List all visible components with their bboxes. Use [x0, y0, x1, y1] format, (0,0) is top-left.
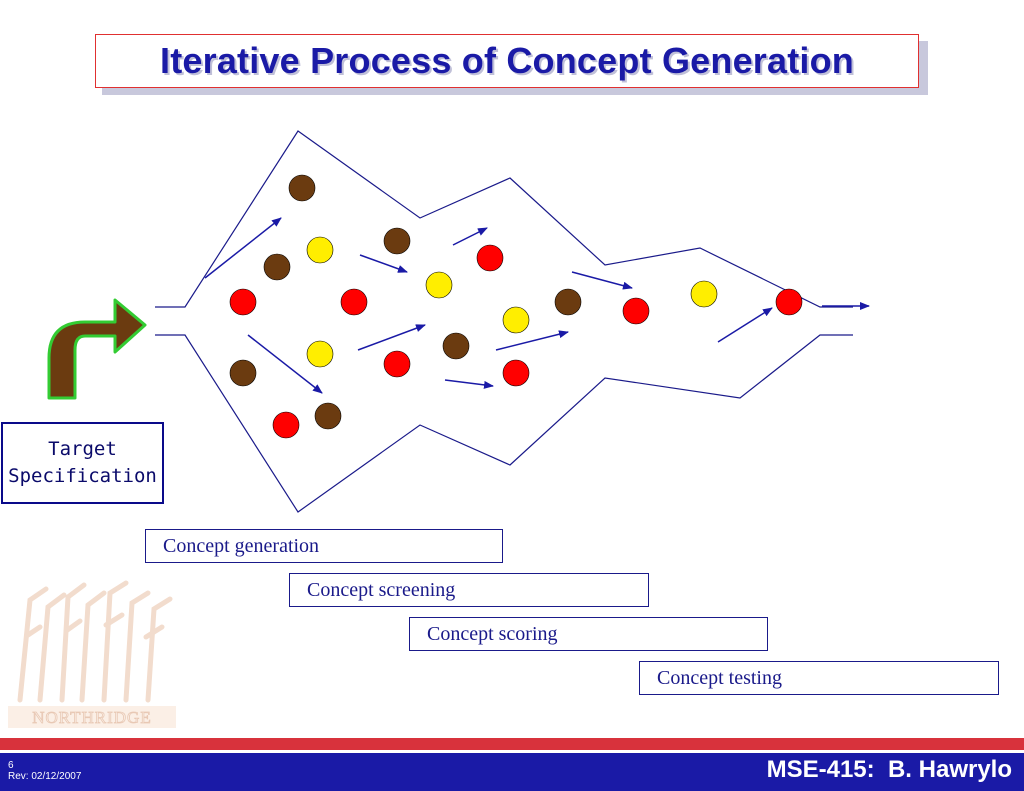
slide-number: 6: [8, 760, 14, 771]
concept-dot-yellow: [425, 271, 453, 299]
stage-concept-testing: Concept testing: [639, 661, 999, 695]
concept-dot-yellow: [306, 340, 334, 368]
flow-arrow: [247, 334, 323, 394]
concept-dot-brown: [314, 402, 342, 430]
funnel-outline-bottom: [155, 334, 853, 513]
funnel-outline-top: [155, 130, 853, 308]
concept-dot-red: [272, 411, 300, 439]
title-box: Iterative Process of Concept Generation: [95, 34, 919, 88]
concept-dot-brown: [263, 253, 291, 281]
concept-dot-red: [340, 288, 368, 316]
footer-bar: [0, 753, 1024, 791]
target-specification-box: Target Specification: [1, 422, 164, 504]
revision-date: Rev: 02/12/2007: [8, 771, 82, 782]
concept-dot-brown: [554, 288, 582, 316]
concept-dot-brown: [288, 174, 316, 202]
flow-arrow: [571, 271, 633, 290]
funnel-outline: [155, 130, 853, 513]
concept-dot-yellow: [306, 236, 334, 264]
footer-red-stripe: [0, 738, 1024, 750]
concept-dot-brown: [229, 359, 257, 387]
concept-dots: [229, 174, 803, 439]
flow-arrow: [444, 379, 494, 389]
target-label-line2: Specification: [8, 465, 157, 487]
slide-title: Iterative Process of Concept Generation: [160, 40, 854, 81]
flow-arrow: [717, 307, 773, 343]
course-author: MSE-415: B. Hawrylo: [766, 756, 1012, 783]
concept-dot-red: [476, 244, 504, 272]
concept-dot-red: [622, 297, 650, 325]
concept-dot-brown: [442, 332, 470, 360]
logo-wordmark: NORTHRIDGE: [32, 708, 151, 727]
stage-concept-screening: Concept screening: [289, 573, 649, 607]
concept-dot-red: [502, 359, 530, 387]
flow-arrow: [204, 217, 282, 279]
stage-concept-generation: Concept generation: [145, 529, 503, 563]
concept-dot-brown: [383, 227, 411, 255]
stage-label: Concept generation: [163, 534, 320, 557]
stage-label: Concept testing: [657, 666, 782, 689]
flow-arrow: [359, 254, 408, 273]
stage-label: Concept screening: [307, 578, 456, 601]
stage-concept-scoring: Concept scoring: [409, 617, 768, 651]
flow-arrows: [204, 217, 870, 394]
curved-input-arrow: [47, 298, 147, 400]
flow-arrow: [495, 330, 569, 351]
target-label-line1: Target: [48, 438, 117, 460]
concept-dot-yellow: [502, 306, 530, 334]
stage-label: Concept scoring: [427, 622, 558, 645]
flow-arrow: [452, 227, 488, 246]
concept-dot-yellow: [690, 280, 718, 308]
university-logo: NORTHRIDGE: [8, 580, 176, 728]
concept-dot-red: [229, 288, 257, 316]
flow-arrow: [357, 324, 426, 351]
concept-dot-red: [775, 288, 803, 316]
concept-dot-red: [383, 350, 411, 378]
